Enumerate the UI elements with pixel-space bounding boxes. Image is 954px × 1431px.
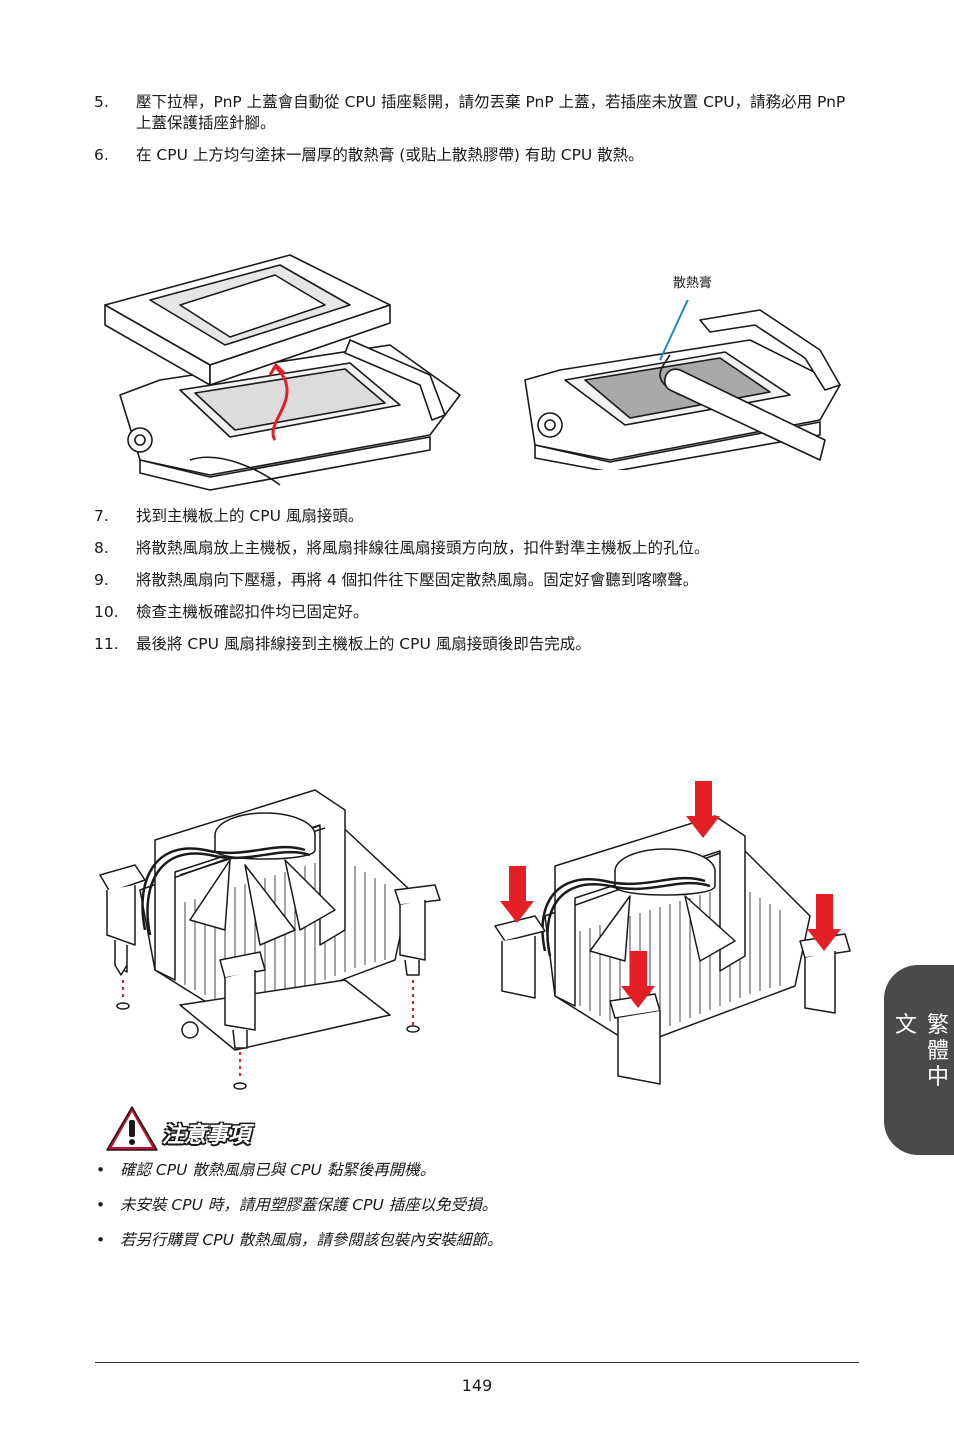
language-label: 繁體中文 <box>891 1012 948 1091</box>
steps-middle: 7. 找到主機板上的 CPU 風扇接頭。 8. 將散熱風扇放上主機板，將風扇排線… <box>94 506 858 666</box>
notes-heading: 注意事項 <box>104 1104 294 1160</box>
step-number: 8. <box>94 539 109 557</box>
step-10: 10. 檢查主機板確認扣件均已固定好。 <box>94 602 858 623</box>
warning-triangle-icon <box>106 1106 158 1151</box>
note-item: • 確認 CPU 散熱風扇已與 CPU 黏緊後再開機。 <box>94 1160 854 1181</box>
step-9: 9. 將散熱風扇向下壓穩，再將 4 個扣件往下壓固定散熱風扇。固定好會聽到喀嚓聲… <box>94 570 858 591</box>
notes-list: • 確認 CPU 散熱風扇已與 CPU 黏緊後再開機。 • 未安裝 CPU 時，… <box>94 1160 854 1265</box>
language-side-tab: 繁體中文 <box>884 965 954 1155</box>
step-7: 7. 找到主機板上的 CPU 風扇接頭。 <box>94 506 858 527</box>
cooler-press-illustration <box>490 776 860 1096</box>
step-text: 最後將 CPU 風扇排線接到主機板上的 CPU 風扇接頭後即告完成。 <box>136 635 591 653</box>
step-number: 9. <box>94 571 109 589</box>
note-item: • 未安裝 CPU 時，請用塑膠蓋保護 CPU 插座以免受損。 <box>94 1195 854 1216</box>
thermal-paste-illustration <box>520 300 850 470</box>
bullet: • <box>96 1161 106 1179</box>
note-text: 未安裝 CPU 時，請用塑膠蓋保護 CPU 插座以免受損。 <box>120 1196 498 1214</box>
step-5: 5. 壓下拉桿，PnP 上蓋會自動從 CPU 插座鬆開，請勿丟棄 PnP 上蓋，… <box>94 92 858 134</box>
step-text: 檢查主機板確認扣件均已固定好。 <box>136 603 369 621</box>
bullet: • <box>96 1196 106 1214</box>
step-number: 5. <box>94 93 109 111</box>
step-number: 6. <box>94 146 109 164</box>
step-number: 11. <box>94 635 119 653</box>
step-8: 8. 將散熱風扇放上主機板，將風扇排線往風扇接頭方向放，扣件對準主機板上的孔位。 <box>94 538 858 559</box>
thermal-paste-label: 散熱膏 <box>673 276 713 291</box>
step-text: 將散熱風扇放上主機板，將風扇排線往風扇接頭方向放，扣件對準主機板上的孔位。 <box>136 539 710 557</box>
socket-open-illustration <box>100 245 470 495</box>
page-number: 149 <box>461 1376 493 1395</box>
step-text: 將散熱風扇向下壓穩，再將 4 個扣件往下壓固定散熱風扇。固定好會聽到喀嚓聲。 <box>136 571 699 589</box>
step-text: 壓下拉桿，PnP 上蓋會自動從 CPU 插座鬆開，請勿丟棄 PnP 上蓋，若插座… <box>136 93 846 132</box>
step-6: 6. 在 CPU 上方均勻塗抹一層厚的散熱膏 (或貼上散熱膠帶) 有助 CPU … <box>94 145 858 166</box>
cooler-placement-illustration <box>95 780 445 1100</box>
note-text: 若另行購買 CPU 散熱風扇，請參閱該包裝內安裝細節。 <box>120 1231 503 1249</box>
note-item: • 若另行購買 CPU 散熱風扇，請參閱該包裝內安裝細節。 <box>94 1230 854 1251</box>
step-number: 7. <box>94 507 109 525</box>
notes-title: 注意事項 <box>162 1123 251 1148</box>
bullet: • <box>96 1231 106 1249</box>
note-text: 確認 CPU 散熱風扇已與 CPU 黏緊後再開機。 <box>120 1161 436 1179</box>
footer-divider <box>95 1362 859 1363</box>
step-text: 在 CPU 上方均勻塗抹一層厚的散熱膏 (或貼上散熱膠帶) 有助 CPU 散熱。 <box>136 146 644 164</box>
step-11: 11. 最後將 CPU 風扇排線接到主機板上的 CPU 風扇接頭後即告完成。 <box>94 634 858 655</box>
steps-top: 5. 壓下拉桿，PnP 上蓋會自動從 CPU 插座鬆開，請勿丟棄 PnP 上蓋，… <box>94 92 858 177</box>
step-text: 找到主機板上的 CPU 風扇接頭。 <box>136 507 364 525</box>
step-number: 10. <box>94 603 119 621</box>
